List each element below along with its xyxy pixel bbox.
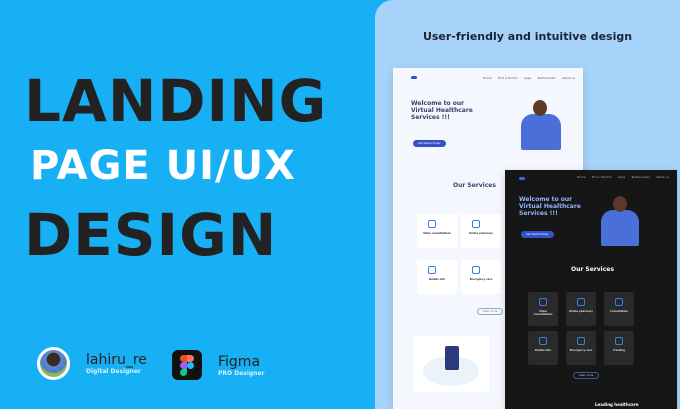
logo-icon [411, 76, 417, 79]
preview-panel: User-friendly and intuitive design Home … [375, 0, 680, 409]
learn-more-button[interactable]: Learn more [573, 372, 600, 379]
designer-profile: lahiru_re Digital Designer [37, 347, 147, 380]
service-card[interactable]: Consultation [604, 292, 634, 326]
service-card[interactable]: Online pharmacy [461, 214, 501, 248]
hero-title: Welcome to our Virtual Healthcare Servic… [519, 196, 581, 218]
service-card[interactable]: Emergency care [461, 260, 501, 294]
learn-more-button[interactable]: Learn more [477, 308, 504, 315]
designer-role: Digital Designer [86, 368, 141, 375]
headline-line-1: LANDING [24, 67, 328, 135]
doctor-image [521, 100, 561, 150]
panel-title: User-friendly and intuitive design [422, 30, 633, 43]
nav-item[interactable]: Testimonials [537, 76, 556, 80]
nav-item[interactable]: Find a Doctor [591, 175, 612, 179]
service-card[interactable]: Online pharmacy [566, 292, 596, 326]
doctor-image [601, 196, 639, 246]
dark-mockup: Home Find a Doctor Apps Testimonials Abo… [505, 170, 677, 409]
nav-item[interactable]: About us [561, 76, 575, 80]
tool-name: Figma [218, 353, 261, 370]
illustration [413, 336, 489, 392]
tool-info: Figma PRO Designer [172, 350, 264, 380]
hero-title: Welcome to our Virtual Healthcare Servic… [411, 100, 473, 122]
services-title: Our Services [571, 266, 614, 273]
tool-role: PRO Designer [218, 369, 265, 377]
headline-line-2: PAGE UI/UX [30, 143, 296, 189]
nav: Home Find a Doctor Apps Testimonials Abo… [577, 175, 669, 179]
service-card[interactable]: Details info [528, 331, 558, 365]
nav-item[interactable]: Apps [617, 175, 626, 179]
nav-item[interactable]: Testimonials [631, 175, 650, 179]
designer-name: lahiru_re [86, 352, 147, 368]
headline-line-3: DESIGN [24, 201, 278, 269]
nav: Home Find a Doctor Apps Testimonials Abo… [483, 76, 575, 80]
avatar [37, 347, 70, 380]
cta-button[interactable]: Get Started Today [521, 231, 554, 238]
nav-item[interactable]: Apps [523, 76, 532, 80]
service-card[interactable]: Tracking [604, 331, 634, 365]
service-card[interactable]: Video consultations [417, 214, 457, 248]
footer-heading: Leading healthcare [595, 402, 639, 407]
cta-button[interactable]: Get Started Today [413, 140, 446, 147]
logo-icon [519, 177, 525, 180]
figma-logo-icon [172, 350, 202, 380]
service-card[interactable]: Video consultations [528, 292, 558, 326]
nav-item[interactable]: Home [577, 175, 586, 179]
nav-item[interactable]: Find a Doctor [497, 76, 518, 80]
service-card[interactable]: Emergency care [566, 331, 596, 365]
nav-item[interactable]: About us [655, 175, 669, 179]
service-card[interactable]: Details info [417, 260, 457, 294]
nav-item[interactable]: Home [483, 76, 492, 80]
services-title: Our Services [453, 182, 496, 189]
